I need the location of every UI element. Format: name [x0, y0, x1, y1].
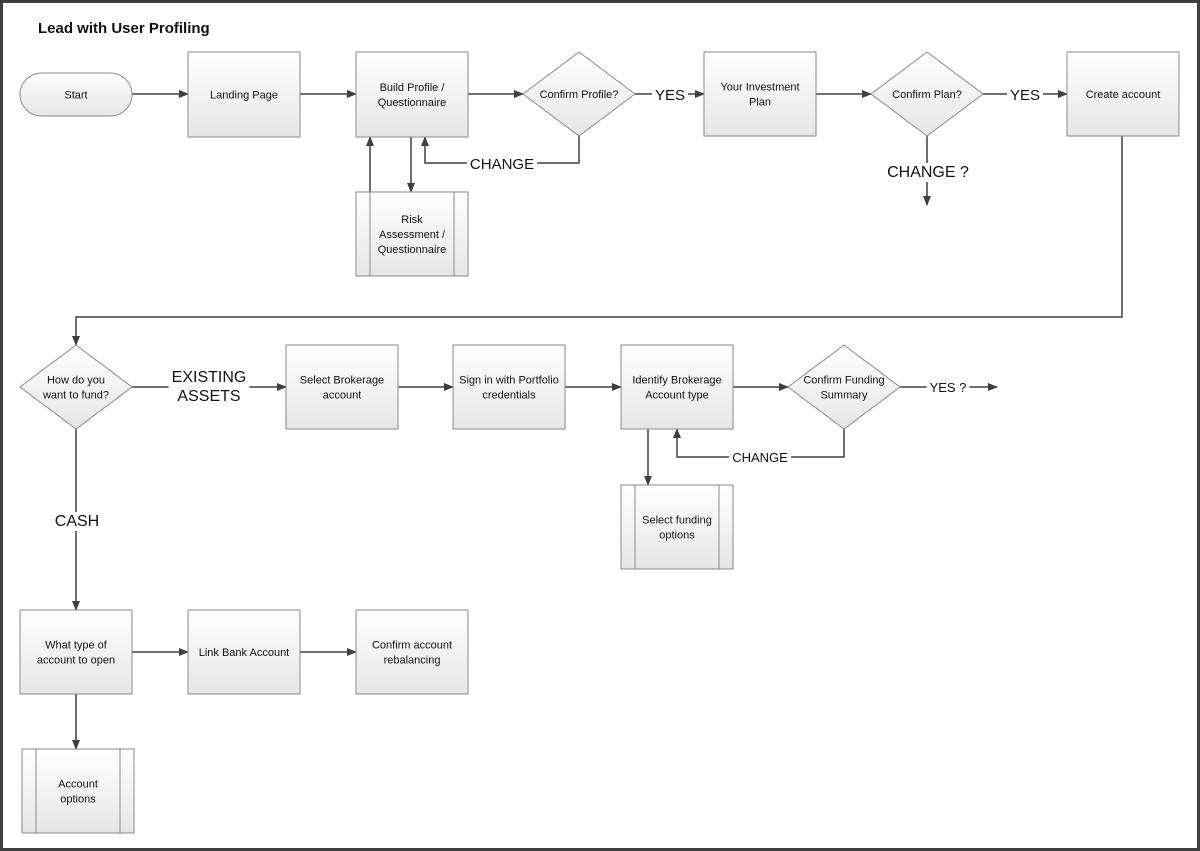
edge-label-profile-yes: YES: [651, 86, 689, 105]
edge-label-text: YES ?: [930, 380, 967, 395]
node-label: Confirm Funding: [803, 375, 884, 387]
process-shape: [285, 344, 399, 430]
node-fund: How do you want to fund?: [19, 344, 133, 430]
node-label: options: [659, 530, 695, 542]
node-label: Landing Page: [210, 90, 278, 102]
node-label: Plan: [749, 97, 771, 109]
node-label: Start: [64, 90, 87, 102]
edge-label-background: [926, 379, 970, 396]
subprocess-shape: [620, 484, 734, 570]
decision-shape: [787, 344, 901, 430]
edge-label-background: [51, 512, 103, 531]
node-label: Account type: [645, 390, 709, 402]
node-label: credentials: [482, 390, 536, 402]
node-label: Your Investment: [720, 82, 799, 94]
process-shape: [187, 51, 301, 138]
node-signin: Sign in with Portfolio credentials: [452, 344, 566, 430]
edge-label-existing-assets: EXISTING ASSETS: [168, 368, 250, 406]
node-label: Sign in with Portfolio: [459, 375, 559, 387]
edge-label-profile-change: CHANGE: [466, 155, 538, 174]
edge-label-text: ASSETS: [177, 388, 240, 405]
node-label: Assessment /: [379, 229, 446, 241]
node-account-options: Account options: [21, 748, 135, 834]
decision-shape: [870, 51, 984, 137]
node-label: account to open: [37, 655, 115, 667]
edge-label-background: [1006, 86, 1044, 105]
diagram-title: Lead with User Profiling: [38, 20, 210, 37]
node-account-type: What type of account to open: [19, 609, 133, 695]
edge-label-text: YES: [1010, 87, 1040, 104]
node-create: Create account: [1066, 51, 1180, 137]
node-landing: Landing Page: [187, 51, 301, 138]
edge-label-funding-yes: YES ?: [926, 379, 970, 396]
terminator-shape: [19, 72, 133, 117]
node-label: Risk: [401, 214, 423, 226]
node-label: Build Profile /: [380, 82, 446, 94]
node-label: Select funding: [642, 515, 712, 527]
node-label: Questionnaire: [378, 97, 447, 109]
node-label: Select Brokerage: [300, 375, 384, 387]
process-shape: [620, 344, 734, 430]
edge-label-text: YES: [655, 87, 685, 104]
edge-labels-layer: YES CHANGE YES CHANGE ? EXISTING ASSETS CASH CH…: [51, 86, 1044, 531]
node-label: What type of: [45, 640, 108, 652]
edge-create-fund: [72, 136, 1123, 346]
process-shape: [187, 609, 301, 695]
node-link-bank: Link Bank Account: [187, 609, 301, 695]
node-confirm-profile: Confirm Profile?: [522, 51, 636, 137]
node-label: options: [60, 794, 96, 806]
edge-label-text: CHANGE ?: [887, 164, 969, 181]
node-start: Start: [19, 72, 133, 117]
decision-shape: [522, 51, 636, 137]
edge-label-text: CHANGE: [470, 156, 534, 173]
node-brokerage: Select Brokerage account: [285, 344, 399, 430]
process-shape: [703, 51, 817, 137]
edge-label-background: [729, 449, 792, 466]
node-label: want to fund?: [42, 390, 109, 402]
process-shape: [1066, 51, 1180, 137]
node-label: Questionnaire: [378, 244, 447, 256]
process-shape: [452, 344, 566, 430]
edge-label-background: [884, 163, 972, 182]
edge-label-plan-change: CHANGE ?: [884, 163, 972, 182]
node-label: account: [323, 390, 362, 402]
edge-label-funding-change: CHANGE: [729, 449, 792, 466]
nodes-layer: Start Landing Page Build Profile / Question…: [19, 51, 1180, 834]
process-shape: [19, 609, 133, 695]
node-confirm-plan: Confirm Plan?: [870, 51, 984, 137]
node-label: Confirm Plan?: [892, 89, 962, 101]
node-label: Link Bank Account: [199, 647, 290, 659]
node-label: How do you: [47, 375, 105, 387]
node-rebalance: Confirm account rebalancing: [355, 609, 469, 695]
node-label: Create account: [1086, 89, 1161, 101]
process-shape: [355, 51, 469, 138]
subprocess-shape: [355, 191, 469, 277]
node-label: Summary: [820, 390, 868, 402]
node-funding-options: Select funding options: [620, 484, 734, 570]
edge-label-text: CASH: [55, 513, 99, 530]
node-label: rebalancing: [384, 655, 441, 667]
edge-label-cash: CASH: [51, 512, 103, 531]
edge-label-plan-yes: YES: [1006, 86, 1044, 105]
edge-label-background: [168, 368, 250, 406]
decision-shape: [19, 344, 133, 430]
node-label: Account: [58, 779, 98, 791]
node-label: Identify Brokerage: [632, 375, 721, 387]
node-label: Confirm Profile?: [540, 89, 619, 101]
node-build: Build Profile / Questionnaire: [355, 51, 469, 138]
process-shape: [355, 609, 469, 695]
subprocess-shape: [21, 748, 135, 834]
edge-label-text: EXISTING: [172, 369, 247, 386]
edge-label-background: [651, 86, 689, 105]
edge-label-text: CHANGE: [732, 450, 788, 465]
node-label: Confirm account: [372, 640, 452, 652]
edge-label-background: [466, 155, 538, 174]
